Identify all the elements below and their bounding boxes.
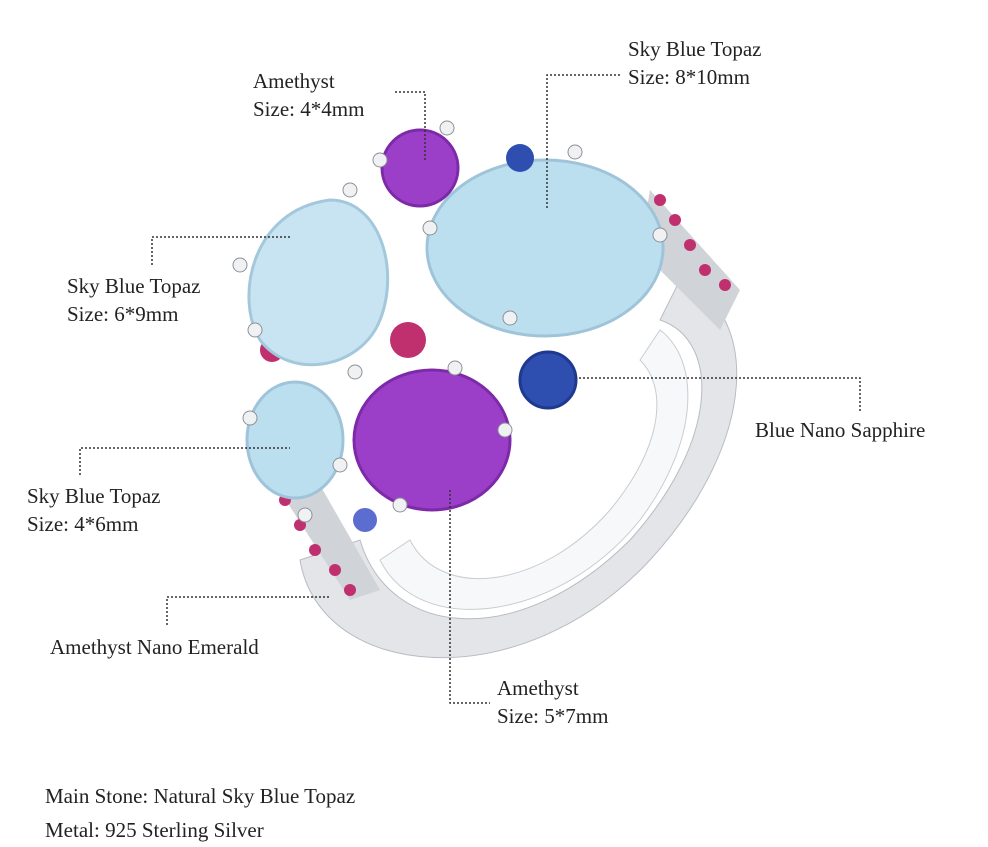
callout-blue-nano-sapphire: Blue Nano Sapphire xyxy=(755,416,925,444)
sky-blue-topaz-8x10 xyxy=(425,158,665,338)
callout-topaz-8x10: Sky Blue Topaz Size: 8*10mm xyxy=(628,35,761,91)
callout-amethyst-5x7: Amethyst Size: 5*7mm xyxy=(497,674,608,730)
product-specs: Main Stone: Natural Sky Blue Topaz Metal… xyxy=(45,779,355,847)
callout-name: Amethyst Nano Emerald xyxy=(50,635,259,659)
blue-nano-sapphire xyxy=(518,350,578,410)
prongs xyxy=(232,120,668,523)
callout-name: Sky Blue Topaz xyxy=(27,484,161,508)
callout-size: Size: 6*9mm xyxy=(67,302,179,326)
callout-name: Sky Blue Topaz xyxy=(628,37,762,61)
callout-size: Size: 5*7mm xyxy=(497,704,609,728)
callout-size: Size: 8*10mm xyxy=(628,65,750,89)
amethyst-4x4 xyxy=(380,128,460,208)
small-sapphire xyxy=(506,144,534,172)
callout-name: Sky Blue Topaz xyxy=(67,274,201,298)
small-sapphire-2 xyxy=(353,508,377,532)
main-stone-spec: Main Stone: Natural Sky Blue Topaz xyxy=(45,784,356,808)
leader-lines xyxy=(79,74,861,704)
callout-size: Size: 4*4mm xyxy=(253,97,365,121)
amethyst-5x7 xyxy=(352,368,512,512)
callout-amethyst-nano-emerald: Amethyst Nano Emerald xyxy=(50,633,259,661)
callout-topaz-6x9: Sky Blue Topaz Size: 6*9mm xyxy=(67,272,200,328)
callout-name: Amethyst xyxy=(497,676,579,700)
callout-topaz-4x6: Sky Blue Topaz Size: 4*6mm xyxy=(27,482,160,538)
callout-amethyst-4x4: Amethyst Size: 4*4mm xyxy=(253,67,364,123)
metal-spec: Metal: 925 Sterling Silver xyxy=(45,818,264,842)
callout-name: Blue Nano Sapphire xyxy=(755,418,926,442)
sky-blue-topaz-4x6 xyxy=(245,380,345,500)
callout-size: Size: 4*6mm xyxy=(27,512,139,536)
callout-name: Amethyst xyxy=(253,69,335,93)
sky-blue-topaz-6x9 xyxy=(247,198,390,367)
